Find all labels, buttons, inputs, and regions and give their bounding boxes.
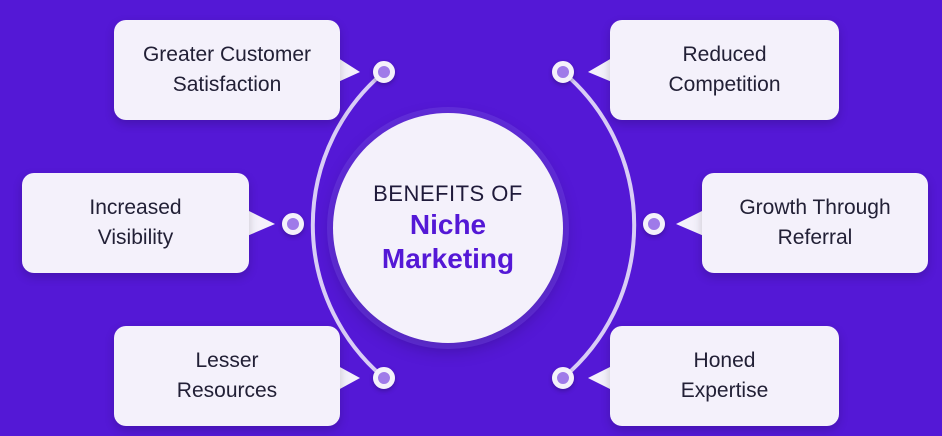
benefit-label: Lesser	[195, 349, 259, 372]
benefit-label: Referral	[777, 226, 853, 249]
center-title: BENEFITS OF Niche Marketing	[333, 113, 563, 343]
benefit-card-reduced-competition: Reduced Competition	[610, 20, 839, 120]
benefit-label: Visibility	[97, 226, 174, 249]
dot-top-right	[552, 61, 574, 83]
benefit-label: Reduced	[682, 43, 767, 66]
center-title-line3: Marketing	[381, 243, 515, 274]
benefit-label: Growth Through	[739, 196, 891, 219]
benefit-label: Satisfaction	[172, 73, 282, 96]
benefit-label: Resources	[176, 379, 278, 402]
right-arc	[561, 70, 637, 380]
benefit-card-honed-expertise: Honed Expertise	[610, 326, 839, 426]
benefit-label: Increased	[89, 196, 182, 219]
center-title-line2: Niche	[409, 209, 487, 240]
pointer-bottom-right	[588, 366, 612, 390]
dot-mid-left	[282, 213, 304, 235]
left-arc	[310, 70, 386, 380]
center-title-line1: BENEFITS OF	[373, 181, 523, 206]
benefit-card-lesser-resources: Lesser Resources	[114, 326, 340, 426]
dot-mid-right	[643, 213, 665, 235]
dot-bottom-left	[373, 367, 395, 389]
benefit-label: Expertise	[680, 379, 769, 402]
benefit-label: Competition	[668, 73, 781, 96]
dot-bottom-right	[552, 367, 574, 389]
benefit-card-growth-through-referral: Growth Through Referral	[702, 173, 928, 273]
benefit-card-greater-customer-satisfaction: Greater Customer Satisfaction	[114, 20, 340, 120]
pointer-mid-right	[676, 210, 704, 236]
benefit-label: Greater Customer	[142, 43, 312, 66]
pointer-top-left	[338, 58, 360, 82]
pointer-mid-left	[247, 210, 275, 236]
benefit-label: Honed	[693, 349, 756, 372]
pointer-bottom-left	[338, 366, 360, 390]
dot-top-left	[373, 61, 395, 83]
pointer-top-right	[588, 58, 612, 82]
benefit-card-increased-visibility: Increased Visibility	[22, 173, 249, 273]
